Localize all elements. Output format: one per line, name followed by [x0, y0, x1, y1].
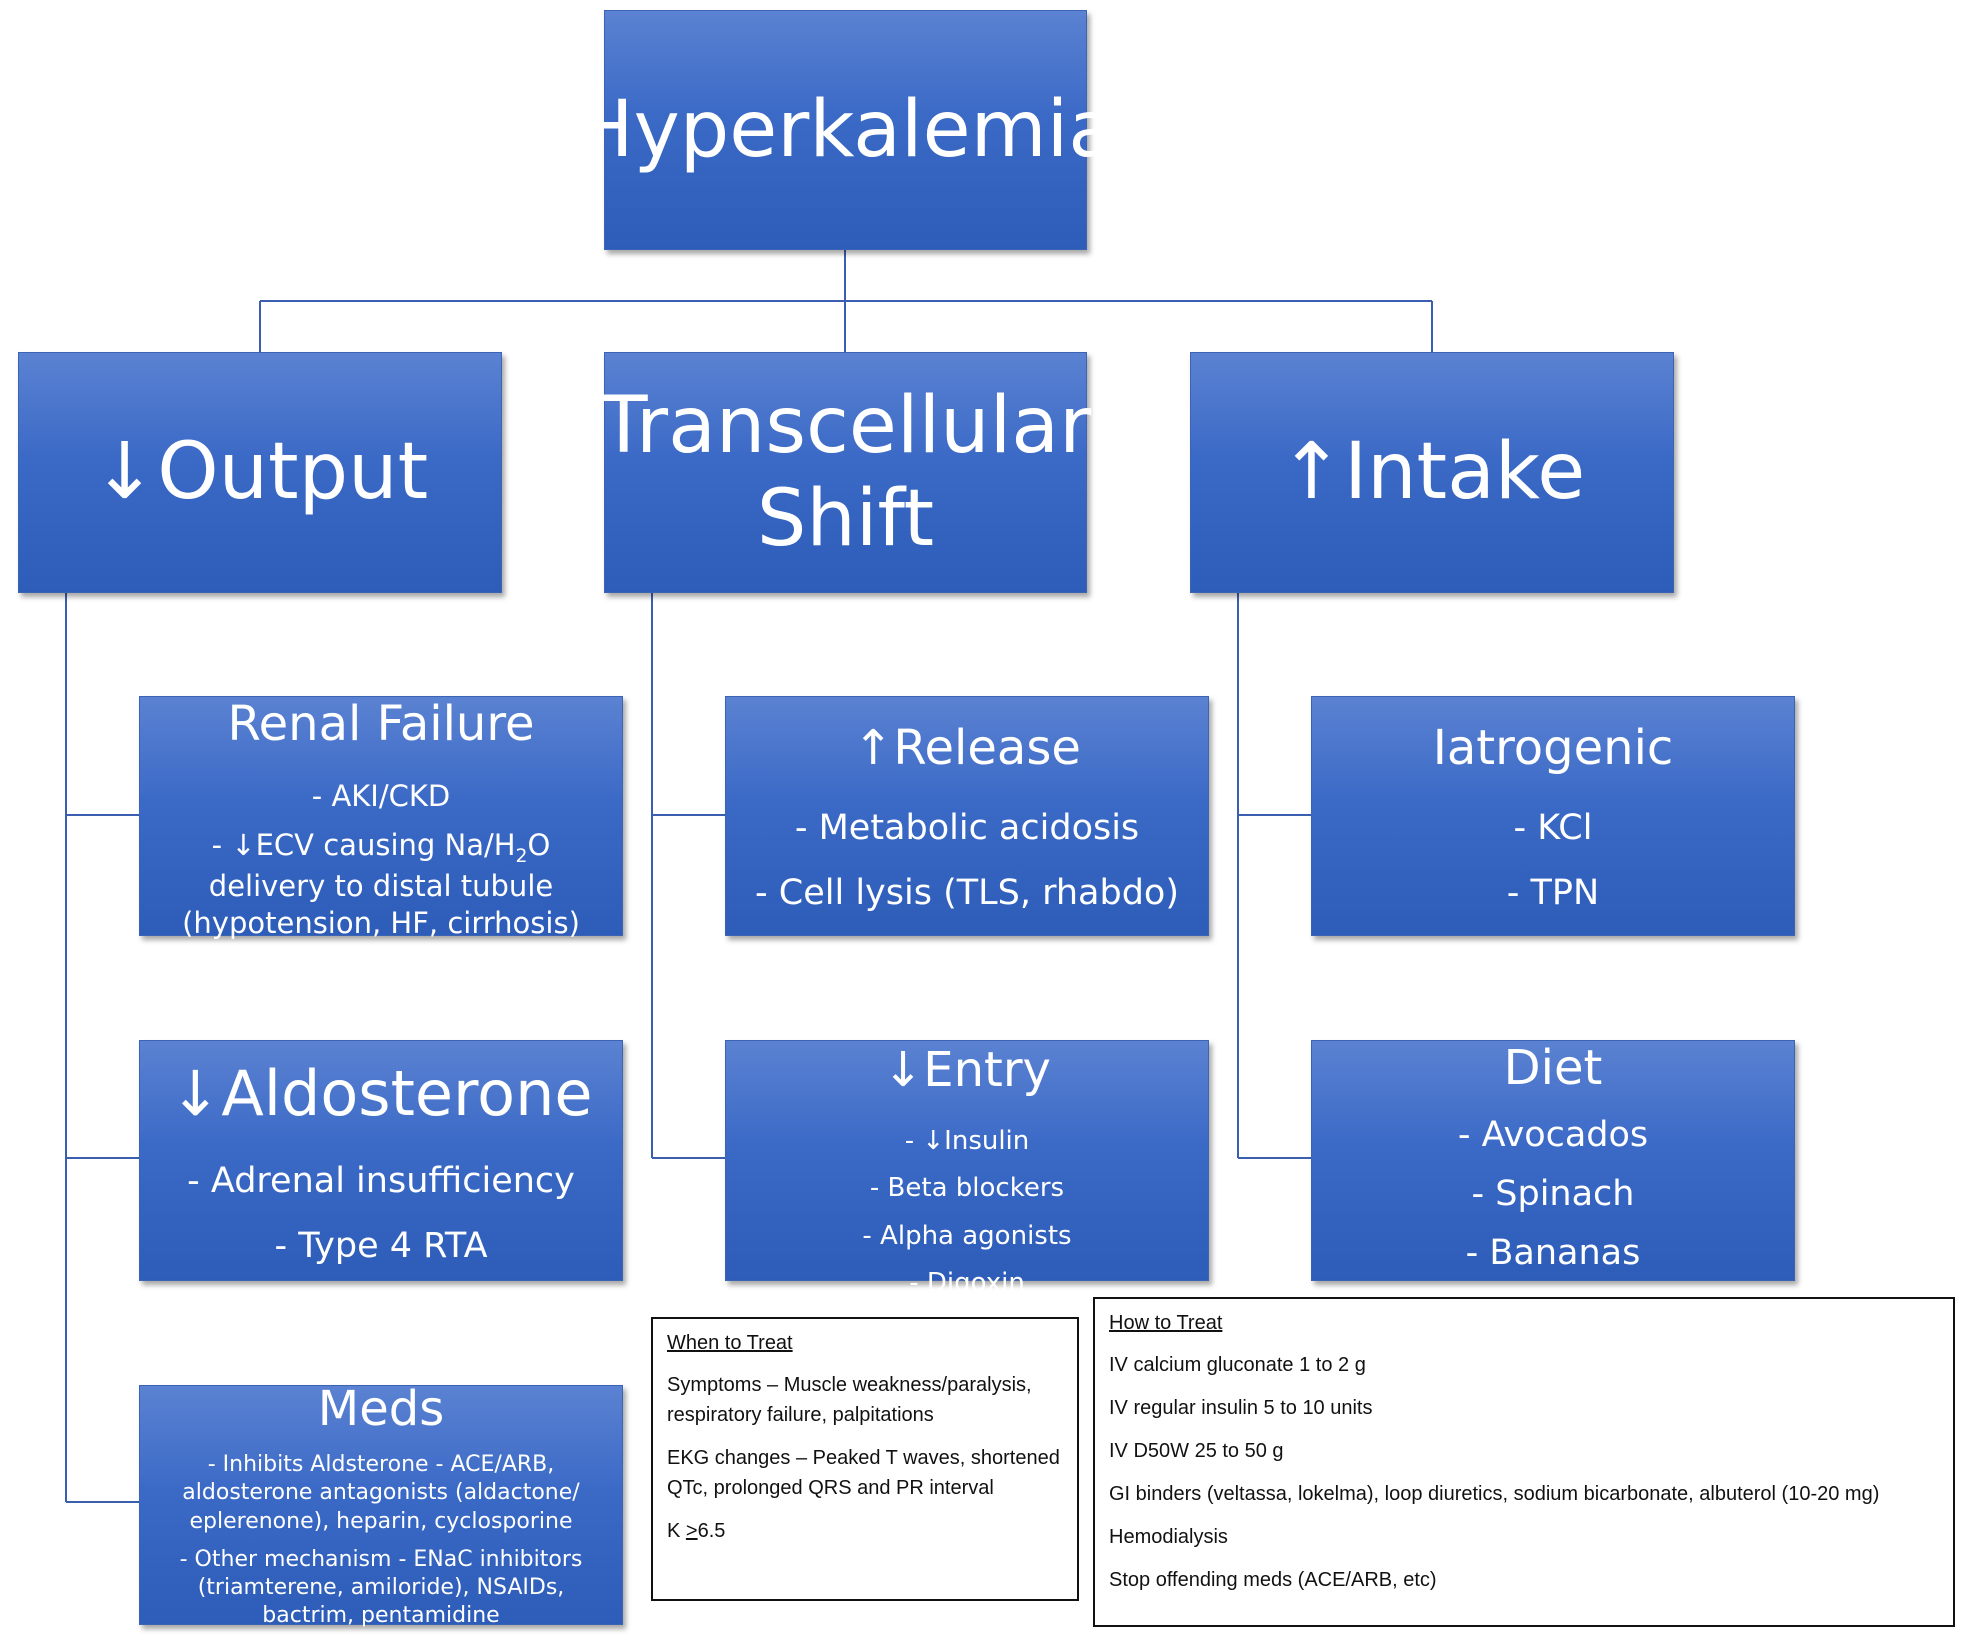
renal-failure-title: Renal Failure: [227, 696, 535, 752]
iatrogenic-item: - TPN: [1506, 872, 1600, 913]
renal-failure-item: - ↓ECV causing Na/H2O delivery to distal…: [182, 827, 580, 940]
node-diet: Diet - Avocados - Spinach - Bananas: [1311, 1040, 1795, 1281]
down-arrow-icon: ↓: [91, 427, 158, 518]
when-to-treat-line: Symptoms – Muscle weakness/paralysis, re…: [667, 1374, 1032, 1426]
how-to-treat-line: GI binders (veltassa, lokelma), loop diu…: [1109, 1483, 1880, 1505]
diet-title: Diet: [1503, 1040, 1603, 1096]
how-to-treat-box: How to Treat IV calcium gluconate 1 to 2…: [1093, 1297, 1955, 1627]
category-transcellular-shift: Transcellular Shift: [600, 352, 1091, 593]
how-to-treat-line: IV calcium gluconate 1 to 2 g: [1109, 1354, 1366, 1376]
when-to-treat-box: When to Treat Symptoms – Muscle weakness…: [651, 1317, 1079, 1601]
node-meds: Meds - Inhibits Aldsterone - ACE/ARB, al…: [139, 1381, 623, 1628]
category-intake-label: Intake: [1344, 427, 1586, 518]
release-item: - Cell lysis (TLS, rhabdo): [755, 872, 1179, 913]
category-shift-title-line2: Shift: [756, 473, 935, 564]
greater-equal-symbol: >: [685, 1520, 698, 1542]
diet-item: - Bananas: [1465, 1233, 1641, 1274]
entry-title: ↓Entry: [883, 1042, 1051, 1098]
entry-item: - Alpha agonists: [862, 1220, 1072, 1251]
meds-title: Meds: [317, 1381, 445, 1437]
when-to-treat-title: When to Treat: [667, 1332, 793, 1354]
diet-item: - Avocados: [1457, 1115, 1649, 1156]
category-output: ↓Output: [18, 352, 502, 593]
how-to-treat-line: IV regular insulin 5 to 10 units: [1109, 1397, 1373, 1419]
node-iatrogenic: Iatrogenic - KCl - TPN: [1311, 696, 1795, 936]
entry-item: - Beta blockers: [869, 1173, 1065, 1204]
renal-failure-item: - AKI/CKD: [311, 779, 451, 814]
entry-item: - Digoxin: [909, 1267, 1025, 1298]
root-node-hyperkalemia: Hyperkalemia: [575, 10, 1116, 250]
node-entry: ↓Entry - ↓Insulin - Beta blockers - Alph…: [725, 1040, 1209, 1298]
how-to-treat-line: Stop offending meds (ACE/ARB, etc): [1109, 1569, 1437, 1591]
category-intake: ↑Intake: [1190, 352, 1674, 593]
node-aldosterone: ↓Aldosterone - Adrenal insufficiency - T…: [139, 1040, 623, 1281]
aldosterone-item: - Type 4 RTA: [274, 1226, 488, 1267]
release-item: - Metabolic acidosis: [794, 807, 1140, 848]
iatrogenic-item: - KCl: [1513, 807, 1593, 848]
meds-item: - Other mechanism - ENaC inhibitors (tri…: [179, 1546, 583, 1628]
category-output-title: ↓Output: [92, 426, 428, 518]
node-release: ↑Release - Metabolic acidosis - Cell lys…: [725, 696, 1209, 936]
category-intake-title: ↑Intake: [1279, 426, 1586, 518]
when-to-treat-line: EKG changes – Peaked T waves, shortened …: [667, 1447, 1060, 1499]
how-to-treat-line: Hemodialysis: [1109, 1526, 1228, 1548]
diet-item: - Spinach: [1471, 1174, 1635, 1215]
root-title: Hyperkalemia: [574, 84, 1117, 175]
category-shift-title-line1: Transcellular: [599, 381, 1092, 472]
when-to-treat-potassium: K >6.5: [667, 1520, 726, 1542]
aldosterone-item: - Adrenal insufficiency: [187, 1161, 575, 1202]
category-output-label: Output: [157, 427, 429, 518]
node-renal-failure: Renal Failure - AKI/CKD - ↓ECV causing N…: [139, 696, 623, 940]
aldosterone-title: ↓Aldosterone: [169, 1056, 593, 1130]
iatrogenic-title: Iatrogenic: [1432, 720, 1674, 777]
up-arrow-icon: ↑: [1278, 427, 1345, 518]
how-to-treat-line: IV D50W 25 to 50 g: [1109, 1440, 1284, 1462]
meds-item: - Inhibits Aldsterone - ACE/ARB, aldoste…: [182, 1452, 580, 1534]
release-title: ↑Release: [853, 720, 1081, 777]
entry-item: - ↓Insulin: [904, 1126, 1030, 1157]
how-to-treat-title: How to Treat: [1109, 1312, 1223, 1334]
